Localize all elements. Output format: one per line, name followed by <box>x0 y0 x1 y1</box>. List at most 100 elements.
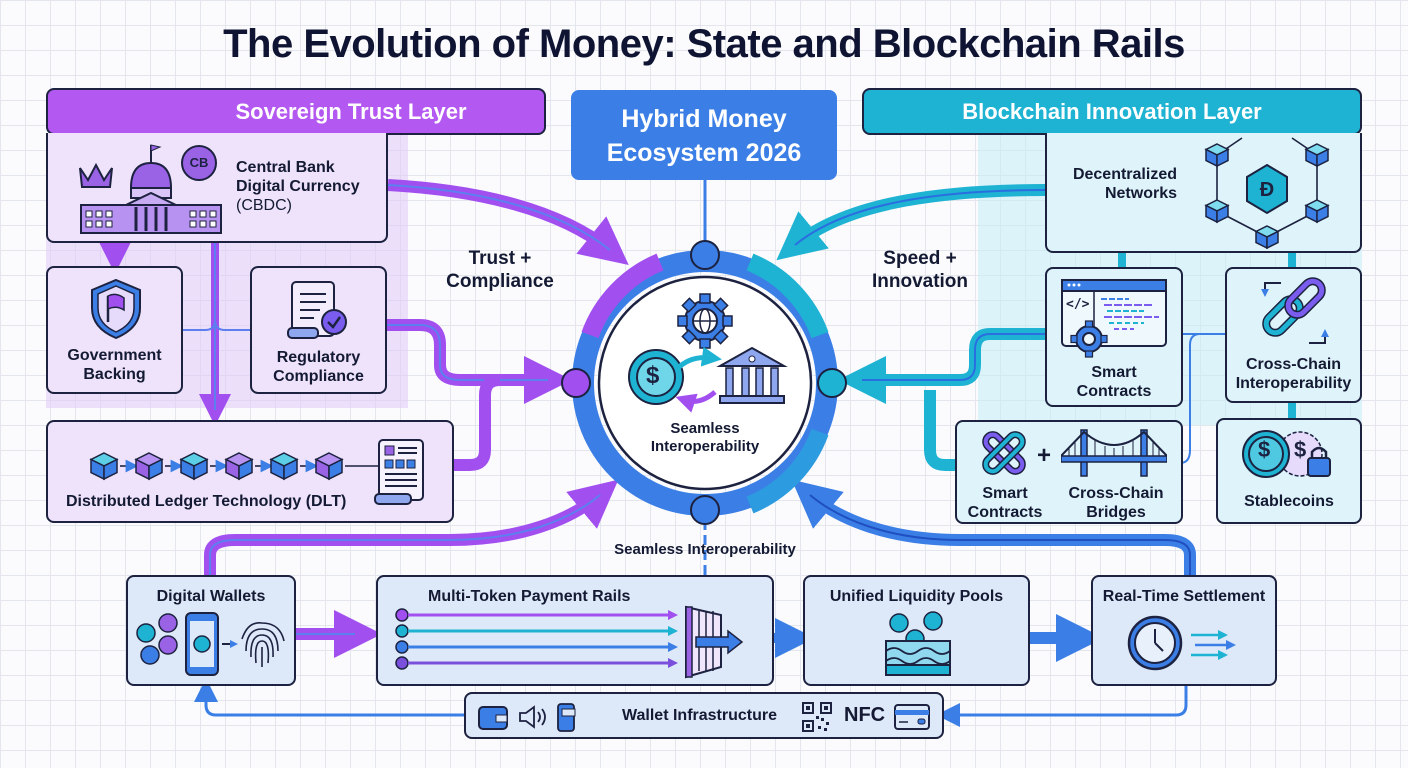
cbdc-badge: CB <box>181 145 217 181</box>
cbdc-label-line1: Central Bank <box>236 159 335 176</box>
credit-card-icon <box>894 704 930 730</box>
smart-line2: Contracts <box>1076 383 1152 401</box>
combo-bridges-label: Cross-Chain Bridges <box>1057 484 1175 522</box>
reg-line2: Compliance <box>273 368 364 386</box>
regulatory-compliance-card[interactable]: Regulatory Compliance <box>250 266 387 394</box>
cbdc-card[interactable]: CB Central Bank Digital Currency (CBDC) <box>46 133 388 243</box>
coin-lock-icon <box>1242 430 1331 478</box>
combo-right-line1: Cross-Chain <box>1068 485 1164 502</box>
smart-contracts-bridges-card[interactable]: + Smart Contracts Cross-Chain Bridges <box>955 420 1183 524</box>
blockchain-layer-header: Blockchain Innovation Layer <box>862 88 1362 135</box>
decentralized-networks-card[interactable]: Decentralized Networks Đ <box>1045 133 1362 253</box>
cube-icon <box>1254 225 1280 249</box>
gateway-icon <box>685 605 744 679</box>
government-backing-card[interactable]: Government Backing <box>46 266 183 394</box>
token-rails-icon <box>395 605 744 679</box>
gov-reg-link <box>182 319 250 331</box>
network-coin-glyph: Đ <box>1260 179 1274 201</box>
cross-chain-interop-card[interactable]: Cross-Chain Interoperability <box>1225 267 1362 403</box>
cube-icon <box>179 452 209 481</box>
cbdc-label-line3: (CBDC) <box>236 197 292 215</box>
hub-line1: Seamless <box>670 420 740 437</box>
hub-line2: Interoperability <box>650 438 760 455</box>
cbdc-label-line2: Digital Currency <box>236 178 360 196</box>
cube-icon <box>224 452 254 481</box>
cube-icon <box>1204 199 1230 224</box>
rail-arrowhead <box>668 642 678 652</box>
reg-to-hub-arrow <box>386 319 572 404</box>
crossed-links-icon <box>982 431 1026 475</box>
smart-line1: Smart <box>1091 364 1137 381</box>
payment-rails-card[interactable]: Multi-Token Payment Rails <box>376 575 774 686</box>
clock-speed-icon <box>1127 615 1236 671</box>
shield-flag-icon <box>91 278 141 340</box>
token-dot <box>395 624 409 638</box>
liquidity-pools-card[interactable]: Unified Liquidity Pools <box>803 575 1030 686</box>
liquidity-pools-label: Unified Liquidity Pools <box>829 588 1004 605</box>
rail-arrowhead <box>668 658 678 668</box>
hybrid-line1: Hybrid Money <box>621 105 787 133</box>
rail-arrowhead <box>668 626 678 636</box>
speed-line2: Innovation <box>871 270 969 292</box>
trust-compliance-caption: Trust + Compliance <box>420 248 580 294</box>
nfc-label: NFC <box>844 704 886 726</box>
speed-line1: Speed + <box>883 248 957 269</box>
payment-rails-label: Multi-Token Payment Rails <box>428 588 631 605</box>
settlement-to-infra-arrow <box>936 686 1188 727</box>
real-time-settlement-card[interactable]: Real-Time Settlement <box>1091 575 1277 686</box>
cube-icon <box>314 452 344 481</box>
sovereign-layer-header: Sovereign Trust Layer <box>46 88 546 135</box>
cbdc-label: Central Bank Digital Currency (CBDC) <box>236 158 360 216</box>
token-dot <box>395 640 409 654</box>
stable-dollar-glyph-2: $ <box>1294 437 1307 462</box>
cube-icon <box>1204 143 1230 168</box>
infra-to-wallets-arrow <box>194 678 464 717</box>
dlt-card[interactable]: Distributed Ledger Technology (DLT) <box>46 420 454 523</box>
combo-left-line1: Smart <box>982 485 1028 502</box>
settlement-label: Real-Time Settlement <box>1102 588 1266 605</box>
gov-line1: Government <box>67 347 162 364</box>
bridge-icon <box>1061 429 1167 477</box>
gov-line2: Backing <box>83 366 146 384</box>
capitol-building-icon <box>79 144 222 234</box>
phone-tap-icon <box>557 703 576 732</box>
code-gear-icon <box>1061 279 1167 358</box>
reg-line1: Regulatory <box>276 349 361 366</box>
wallet-infrastructure-bar[interactable]: Wallet Infrastructure NFC <box>464 692 944 739</box>
page-title: The Evolution of Money: State and Blockc… <box>223 22 1185 66</box>
wallet-infra-label: Wallet Infrastructure <box>622 707 777 724</box>
hybrid-ecosystem-header: Hybrid Money Ecosystem 2026 <box>571 90 837 180</box>
hex-center <box>1246 163 1288 215</box>
cube-icon <box>134 452 164 481</box>
scroll-check-icon <box>287 281 347 339</box>
government-backing-label: Government Backing <box>48 346 181 384</box>
regulatory-compliance-label: Regulatory Compliance <box>252 348 385 386</box>
smart-contracts-card[interactable]: </> Smart Contracts <box>1045 267 1183 407</box>
hub-label: Seamless Interoperability <box>620 420 790 456</box>
wallet-icon <box>478 706 508 730</box>
combo-smart-label: Smart Contracts <box>959 484 1051 522</box>
block-chain-icon <box>89 452 388 481</box>
token-dot <box>395 656 409 670</box>
rail-arrowhead <box>668 610 678 620</box>
combo-to-hub-arrow <box>924 390 955 471</box>
stable-dollar-glyph: $ <box>1258 437 1271 462</box>
cube-icon <box>269 452 299 481</box>
cube-icon <box>89 452 119 481</box>
cc-line2: Interoperability <box>1235 375 1352 393</box>
stablecoins-label: Stablecoins <box>1244 493 1334 510</box>
infra-icons <box>478 703 576 732</box>
ledger-document-icon <box>374 439 424 505</box>
smart-contracts-label: Smart Contracts <box>1047 363 1181 401</box>
combo-right-line2: Bridges <box>1086 504 1146 522</box>
speed-innovation-caption: Speed + Innovation <box>845 248 995 294</box>
digital-wallets-card[interactable]: Digital Wallets <box>126 575 296 686</box>
liquidity-pool-icon <box>885 611 951 676</box>
cross-chain-interop-label: Cross-Chain Interoperability <box>1227 355 1360 393</box>
hybrid-line2: Ecosystem 2026 <box>606 139 802 167</box>
qr-code-icon <box>802 702 832 732</box>
trust-line1: Trust + <box>468 248 532 269</box>
stablecoins-card[interactable]: $ $ Stablecoins <box>1216 418 1362 524</box>
plus-sign: + <box>1037 442 1052 469</box>
